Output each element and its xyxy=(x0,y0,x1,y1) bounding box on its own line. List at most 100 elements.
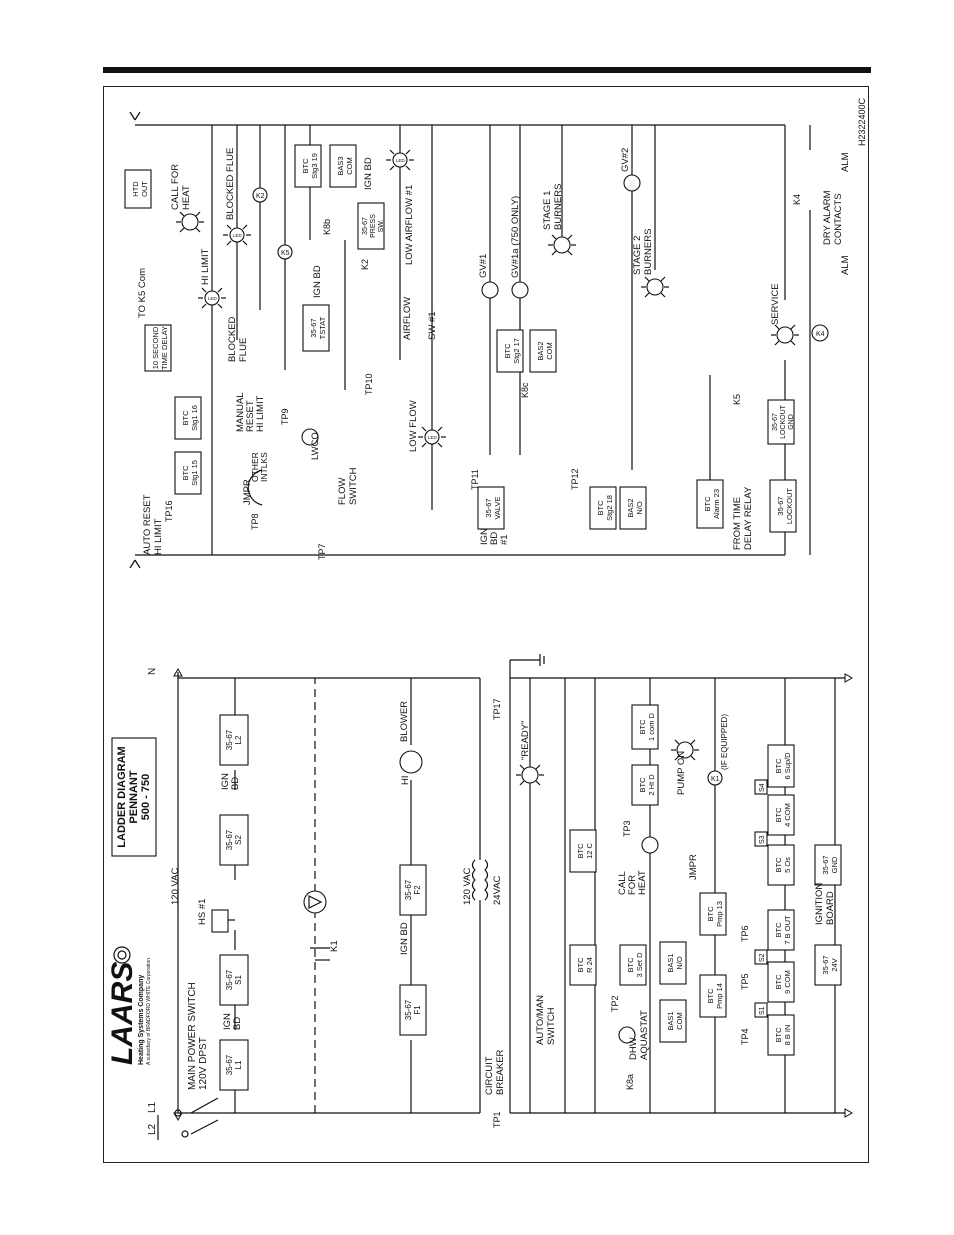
label-alm-1: ALM xyxy=(840,255,851,275)
svg-text:BTC3 Set D: BTC3 Set D xyxy=(626,952,644,978)
svg-text:BTC4 COM: BTC4 COM xyxy=(774,803,792,827)
rail-arrow xyxy=(844,1108,854,1118)
box-btc-stg3-19: BTCStg3 19 xyxy=(294,144,322,188)
svg-text:35-67LOCKOUTGND: 35-67LOCKOUTGND xyxy=(772,404,795,439)
label-blocked-flue-switch: BLOCKEDFLUE xyxy=(227,316,249,362)
label-ign-bd-upper-2: IGN BD xyxy=(363,157,374,190)
svg-text:35-67PRESSSW.: 35-67PRESSSW. xyxy=(362,214,385,238)
label-k8c: K8c xyxy=(520,382,530,398)
box-btc-stg2-17: BTCStg2 17 xyxy=(496,329,524,373)
label-k2-contact: K2 xyxy=(360,259,370,270)
svg-text:BTC9 COM: BTC9 COM xyxy=(774,970,792,994)
label-tp12: TP12 xyxy=(570,468,580,490)
hi-limit-led: LED xyxy=(197,287,227,309)
box-pmp14: BTCPmp 14 xyxy=(699,974,727,1018)
label-tp7: TP7 xyxy=(317,543,327,560)
label-k1: K1 xyxy=(329,940,340,952)
label-automan: AUTO/MANSWITCH xyxy=(535,995,557,1045)
svg-text:BTCStg3 19: BTCStg3 19 xyxy=(301,153,319,179)
blower-motor xyxy=(399,750,423,774)
k1-coil-label: K1 xyxy=(711,776,720,783)
label-k5-contact: K5 xyxy=(732,394,742,405)
svg-text:BTC7 B OUT: BTC7 B OUT xyxy=(774,915,792,945)
dhw-aquastat xyxy=(618,1026,636,1044)
label-blocked-flue: BLOCKED FLUE xyxy=(225,148,236,220)
label-dry-alarm: DRY ALARMCONTACTS xyxy=(822,190,844,245)
label-tp6: TP6 xyxy=(740,925,750,942)
box-gnd: 35-67GND xyxy=(814,844,842,886)
label-stage1: STAGE 1BURNERS xyxy=(542,184,564,230)
box-btc-1com: BTC1 com D xyxy=(631,704,659,750)
label-ign-bd-2: IGNBD xyxy=(220,773,241,790)
svg-text:LED: LED xyxy=(396,158,406,163)
box-btc-r24: BTCR 24 xyxy=(569,944,597,986)
svg-text:BAS2N/O: BAS2N/O xyxy=(626,498,644,517)
label-ign-bd: IGNBD xyxy=(222,1013,243,1030)
label-from-delay: FROM TIMEDELAY RELAY xyxy=(732,486,754,550)
svg-text:BTCAlarm 23: BTCAlarm 23 xyxy=(703,489,721,519)
svg-text:LADDER DIAGRAMPENNANT500 - 750: LADDER DIAGRAMPENNANT500 - 750 xyxy=(116,746,152,847)
label-tp10: TP10 xyxy=(364,373,374,395)
k2-coil xyxy=(252,187,268,203)
k4-coil-label: K4 xyxy=(816,331,825,338)
svg-text:35-67S2: 35-67S2 xyxy=(225,829,243,850)
box-lockout: 35-67LOCKOUT xyxy=(769,479,797,533)
label-tp1: TP1 xyxy=(492,1111,502,1128)
brand-logo: LAARS Heating Systems Company A subsidia… xyxy=(106,946,152,1065)
label-k8a: K8a xyxy=(625,1074,635,1090)
title-box: LADDER DIAGRAMPENNANT500 - 750 xyxy=(111,737,157,857)
label-k8b: K8b xyxy=(322,219,332,235)
svg-text:LED: LED xyxy=(208,296,218,301)
label-ignition-board: IGNITIONBOARD xyxy=(814,883,836,925)
box-pmp13: BTCPmp 13 xyxy=(699,892,727,936)
svg-text:35-67F1: 35-67F1 xyxy=(404,999,422,1020)
label-ign-bd-upper: IGN BD xyxy=(312,265,323,298)
svg-text:LAARS: LAARS xyxy=(106,962,139,1065)
label-call-heat: CALLFORHEAT xyxy=(617,870,648,895)
k2-coil-label: K2 xyxy=(256,193,265,200)
box-l2: 35-67L2 xyxy=(219,714,249,766)
box-btc-2ht: BTC2 Ht D xyxy=(631,764,659,806)
svg-text:BTC6 Sup/D: BTC6 Sup/D xyxy=(774,752,792,780)
box-btc-3set: BTC3 Set D xyxy=(619,944,647,986)
blocked-flue-led: LED xyxy=(222,224,252,246)
label-gv2: GV#2 xyxy=(620,148,631,172)
box-press-sw: 35-67PRESSSW. xyxy=(357,202,385,250)
label-low-airflow: LOW AIRFLOW #1 xyxy=(404,185,415,265)
ready-lamp xyxy=(515,764,545,786)
svg-text:BAS1COM: BAS1COM xyxy=(666,1011,684,1030)
stage2-lamp xyxy=(640,276,670,298)
box-f2: 35-67F2 xyxy=(399,864,427,916)
svg-text:35-67LOCKOUT: 35-67LOCKOUT xyxy=(776,487,794,524)
box-l1: 35-67L1 xyxy=(219,1039,249,1091)
call-heat-aquastat xyxy=(641,836,659,854)
box-htd-out: HTDOUT xyxy=(124,169,152,209)
label-tp11: TP11 xyxy=(470,469,480,490)
svg-text:BTCR 24: BTCR 24 xyxy=(576,957,594,973)
svg-text:35-67VALVE: 35-67VALVE xyxy=(484,496,502,519)
box-tstat: 35-67TSTAT xyxy=(302,304,330,352)
box-btc-stg1-16: BTCStg1 16 xyxy=(174,396,202,440)
label-if-equipped: (IF EQUIPPED) xyxy=(720,714,729,770)
switch-s3: S3 xyxy=(754,831,768,847)
label-l1: L1 xyxy=(147,1101,158,1113)
lower-section: 35-67L1 35-67S1 35-67S2 35-67L2 35-67F1 … xyxy=(106,654,854,1140)
label-tp2: TP2 xyxy=(610,995,620,1012)
box-bas3-com: BAS3COM xyxy=(329,144,357,188)
svg-text:BTC1 com D: BTC1 com D xyxy=(638,712,656,741)
box-btc-7: BTC7 B OUT xyxy=(767,909,795,951)
box-24v: 35-6724V xyxy=(814,944,842,986)
svg-text:BTC2 Ht D: BTC2 Ht D xyxy=(638,774,656,796)
terminal-l2 xyxy=(181,1130,189,1138)
k5-coil-label: K5 xyxy=(281,250,290,257)
svg-text:BTC8 B IN: BTC8 B IN xyxy=(774,1025,792,1046)
svg-text:BTCStg1 16: BTCStg1 16 xyxy=(181,405,199,431)
svg-text:BTC12 C: BTC12 C xyxy=(576,842,594,858)
box-lockout-gnd: 35-67LOCKOUTGND xyxy=(767,399,795,445)
label-low-flow: LOW FLOW xyxy=(408,400,419,452)
label-n: N xyxy=(147,668,158,675)
box-time-delay: 10 SECONDTIME DELAY xyxy=(144,324,172,372)
low-airflow-led: LED xyxy=(385,149,415,171)
